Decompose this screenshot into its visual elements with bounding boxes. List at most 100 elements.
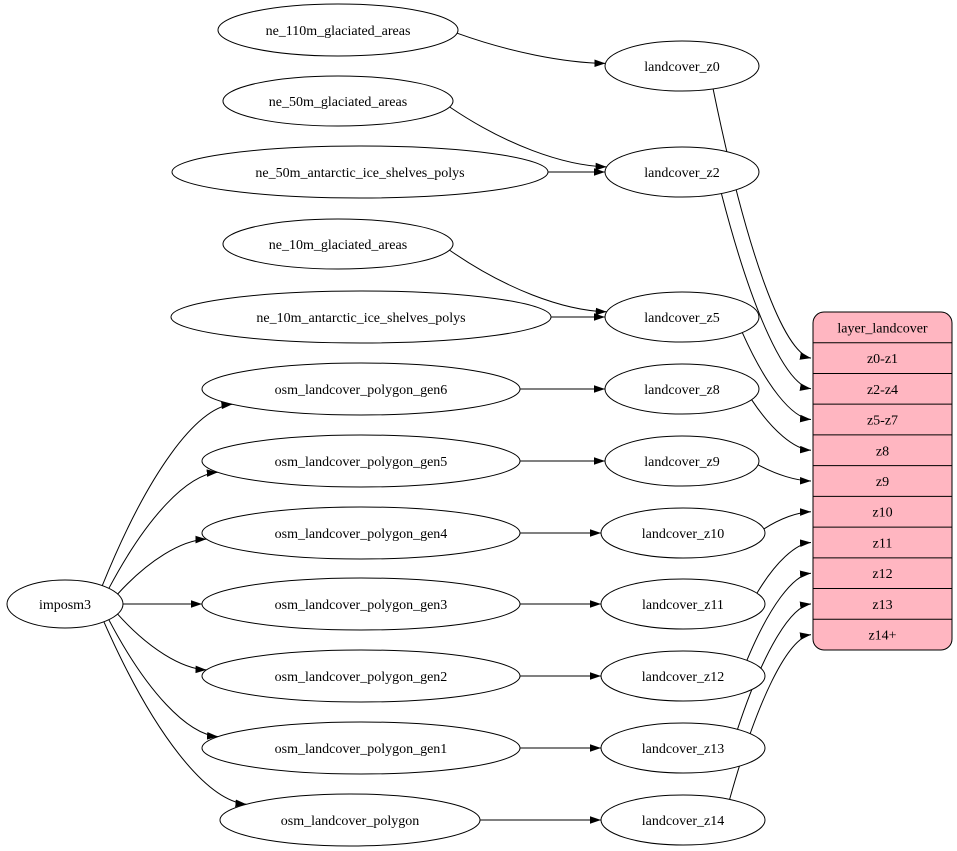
node-osm_landcover_polygon_gen4: osm_landcover_polygon_gen4 <box>201 506 521 560</box>
node-landcover_z10-label: landcover_z10 <box>642 527 724 542</box>
node-osm_landcover_polygon_gen3: osm_landcover_polygon_gen3 <box>201 577 521 631</box>
edges-layer <box>101 32 812 824</box>
node-osm_landcover_polygon-shape <box>219 793 481 847</box>
node-landcover_z14-shape <box>600 794 766 846</box>
node-osm_landcover_polygon: osm_landcover_polygon <box>219 793 481 847</box>
node-landcover_z11-label: landcover_z11 <box>642 598 724 613</box>
node-landcover_z13-label: landcover_z13 <box>642 742 724 757</box>
edge-imposm3-to-osm_landcover_polygon <box>103 621 247 808</box>
node-landcover_z11-shape <box>600 578 766 630</box>
node-ne_110m_glaciated_areas-label: ne_110m_glaciated_areas <box>266 24 411 39</box>
node-osm_landcover_polygon_gen5-label: osm_landcover_polygon_gen5 <box>275 455 448 470</box>
edge-imposm3-to-osm_landcover_polygon_gen4 <box>117 535 207 595</box>
node-landcover_z9-label: landcover_z9 <box>644 455 719 470</box>
node-ne_50m_glaciated_areas-label: ne_50m_glaciated_areas <box>269 95 407 110</box>
node-ne_50m_antarctic_ice_shelves_polys: ne_50m_antarctic_ice_shelves_polys <box>171 145 549 199</box>
node-ne_50m_antarctic_ice_shelves_polys-shape <box>171 145 549 199</box>
node-landcover_z8-label: landcover_z8 <box>644 383 719 398</box>
node-landcover_z0-shape <box>604 40 760 92</box>
node-landcover_z12-shape <box>600 650 766 702</box>
record-row-z0-z1: z0-z1 <box>867 352 898 367</box>
node-osm_landcover_polygon_gen4-shape <box>201 506 521 560</box>
node-ne_50m_antarctic_ice_shelves_polys-label: ne_50m_antarctic_ice_shelves_polys <box>255 166 464 181</box>
node-landcover_z0: landcover_z0 <box>604 40 760 92</box>
node-osm_landcover_polygon_gen5: osm_landcover_polygon_gen5 <box>201 434 521 488</box>
record-outline <box>812 311 953 651</box>
record-row-z5-z7: z5-z7 <box>867 414 898 429</box>
edge-landcover_z5-to-layer_landcover-z5-z7 <box>741 332 812 423</box>
node-landcover_z14: landcover_z14 <box>600 794 766 846</box>
node-landcover_z12-label: landcover_z12 <box>642 670 724 685</box>
node-osm_landcover_polygon-label: osm_landcover_polygon <box>281 814 419 829</box>
edge-landcover_z0-to-layer_landcover-z0-z1 <box>712 88 812 360</box>
edge-landcover_z11-to-layer_landcover-z11 <box>756 539 812 594</box>
node-ne_10m_glaciated_areas-shape <box>222 218 454 270</box>
edge-ne_10m_glaciated_areas-to-landcover_z5 <box>449 249 607 316</box>
node-ne_10m_antarctic_ice_shelves_polys-shape <box>170 290 552 344</box>
record-layer_landcover: layer_landcover z0-z1 z2-z4 z5-z7 z8 z9 z10 z11… <box>812 311 953 651</box>
record-row-z14+: z14+ <box>868 629 896 644</box>
edge-landcover_z8-to-layer_landcover-z8 <box>751 399 812 454</box>
edge-imposm3-to-osm_landcover_polygon_gen2 <box>117 613 207 674</box>
node-osm_landcover_polygon_gen1-label: osm_landcover_polygon_gen1 <box>275 742 448 757</box>
record-row-z10: z10 <box>872 506 892 521</box>
node-landcover_z5: landcover_z5 <box>604 291 760 343</box>
node-ne_50m_glaciated_areas-shape <box>222 75 454 127</box>
node-landcover_z9-shape <box>604 435 760 487</box>
node-landcover_z10-shape <box>600 507 766 559</box>
node-osm_landcover_polygon_gen5-shape <box>201 434 521 488</box>
record-row-z8: z8 <box>876 444 889 459</box>
node-osm_landcover_polygon_gen1-shape <box>201 721 521 775</box>
node-osm_landcover_polygon_gen3-label: osm_landcover_polygon_gen3 <box>275 598 448 613</box>
nodes-layer: imposm3 ne_110m_glaciated_areas ne_50m_gla… <box>6 3 766 847</box>
edge-imposm3-to-osm_landcover_polygon_gen1 <box>108 619 219 740</box>
edge-landcover_z13-to-layer_landcover-z13 <box>737 601 812 730</box>
node-landcover_z2-shape <box>604 146 760 198</box>
node-landcover_z13: landcover_z13 <box>600 722 766 774</box>
node-osm_landcover_polygon_gen3-shape <box>201 577 521 631</box>
record-row-z13: z13 <box>872 598 892 613</box>
node-imposm3-label: imposm3 <box>39 598 91 613</box>
node-osm_landcover_polygon_gen4-label: osm_landcover_polygon_gen4 <box>275 527 448 542</box>
node-landcover_z8: landcover_z8 <box>604 363 760 415</box>
record-row-z2-z4: z2-z4 <box>867 383 898 398</box>
node-osm_landcover_polygon_gen6: osm_landcover_polygon_gen6 <box>201 362 521 416</box>
node-landcover_z14-label: landcover_z14 <box>642 814 724 829</box>
node-landcover_z5-label: landcover_z5 <box>644 311 719 326</box>
edge-imposm3-to-osm_landcover_polygon_gen6 <box>101 401 233 586</box>
node-landcover_z12: landcover_z12 <box>600 650 766 702</box>
node-landcover_z10: landcover_z10 <box>600 507 766 559</box>
edge-imposm3-to-osm_landcover_polygon_gen5 <box>108 469 218 589</box>
node-landcover_z2: landcover_z2 <box>604 146 760 198</box>
record-title: layer_landcover <box>837 321 928 336</box>
node-landcover_z13-shape <box>600 722 766 774</box>
edge-ne_50m_glaciated_areas-to-landcover_z2 <box>449 106 607 171</box>
node-ne_50m_glaciated_areas: ne_50m_glaciated_areas <box>222 75 454 127</box>
record-row-z9: z9 <box>876 475 889 490</box>
edge-ne_110m_glaciated_areas-to-landcover_z0 <box>456 32 606 68</box>
node-landcover_z11: landcover_z11 <box>600 578 766 630</box>
node-ne_10m_glaciated_areas-label: ne_10m_glaciated_areas <box>269 238 407 253</box>
node-osm_landcover_polygon_gen6-shape <box>201 362 521 416</box>
node-ne_10m_glaciated_areas: ne_10m_glaciated_areas <box>222 218 454 270</box>
edge-landcover_z2-to-layer_landcover-z2-z4 <box>720 193 812 391</box>
node-imposm3-shape <box>6 579 124 629</box>
node-osm_landcover_polygon_gen2-label: osm_landcover_polygon_gen2 <box>275 670 448 685</box>
node-osm_landcover_polygon_gen2: osm_landcover_polygon_gen2 <box>201 649 521 703</box>
record-row-z11: z11 <box>873 536 893 551</box>
node-osm_landcover_polygon_gen6-label: osm_landcover_polygon_gen6 <box>275 383 448 398</box>
record-row-z12: z12 <box>872 567 892 582</box>
edge-landcover_z9-to-layer_landcover-z9 <box>757 464 812 485</box>
node-ne_110m_glaciated_areas-shape <box>217 3 459 57</box>
node-ne_110m_glaciated_areas: ne_110m_glaciated_areas <box>217 3 459 57</box>
node-landcover_z8-shape <box>604 363 760 415</box>
node-landcover_z9: landcover_z9 <box>604 435 760 487</box>
edge-landcover_z12-to-layer_landcover-z12 <box>746 570 812 661</box>
edge-landcover_z10-to-layer_landcover-z10 <box>763 508 812 530</box>
node-ne_10m_antarctic_ice_shelves_polys: ne_10m_antarctic_ice_shelves_polys <box>170 290 552 344</box>
node-osm_landcover_polygon_gen1: osm_landcover_polygon_gen1 <box>201 721 521 775</box>
node-landcover_z2-label: landcover_z2 <box>644 166 719 181</box>
node-imposm3: imposm3 <box>6 579 124 629</box>
